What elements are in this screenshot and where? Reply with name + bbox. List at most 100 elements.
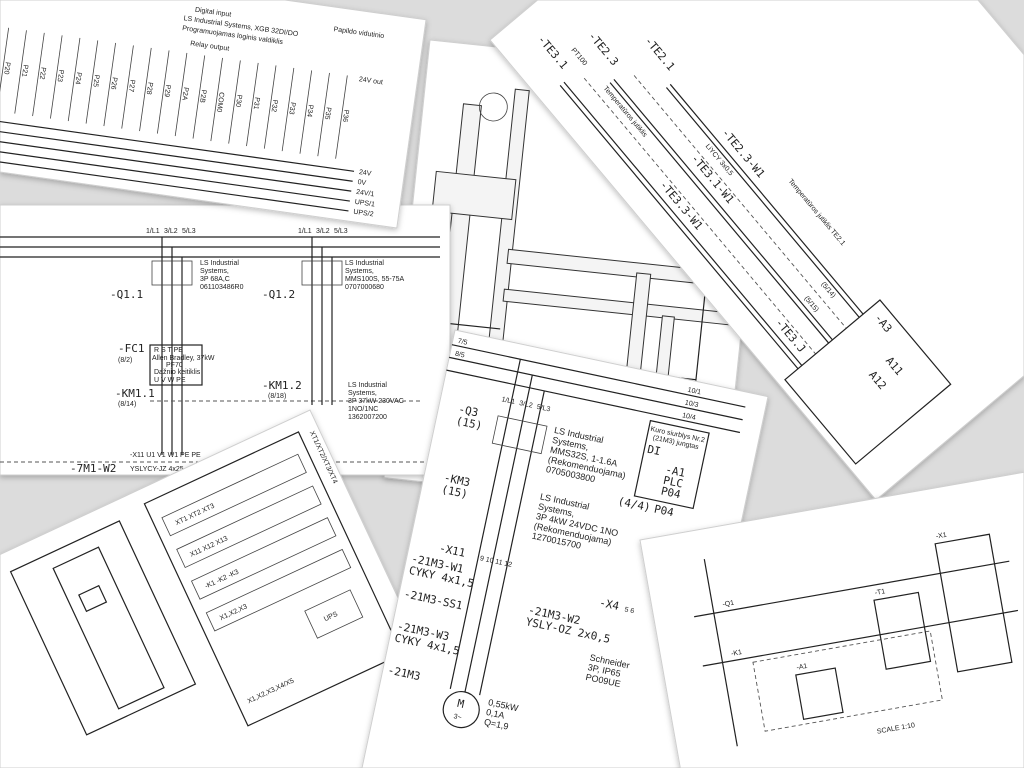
- sheet-cabinet-layout-paper: [0, 409, 479, 768]
- pin-label: COM0: [215, 92, 225, 113]
- schematic-label: -Q3: [457, 403, 479, 420]
- schematic-label: -KM3: [443, 471, 472, 489]
- schematic-label: R S T PE: [154, 347, 183, 354]
- pin-wire: [14, 30, 27, 114]
- schematic-label: -A1: [796, 663, 808, 672]
- schematic-label: 3P 37kW 230VAC: [348, 398, 404, 405]
- schematic-label: (15): [440, 483, 469, 501]
- breaker-q1-2: -Q1.2 LS Industrial Systems, MMS100S, 55…: [262, 228, 404, 405]
- schematic-label: PF70: [166, 362, 183, 369]
- schematic-label: P04: [653, 502, 676, 519]
- schematic-label: 24V/1: [356, 189, 375, 198]
- pin-wire: [50, 35, 63, 119]
- schematic-label: 10/4: [681, 412, 696, 422]
- pin-wire: [228, 60, 241, 144]
- pin-wire: [85, 40, 99, 124]
- schematic-label: 1/L1: [298, 228, 312, 235]
- schematic-label: 24V out: [358, 76, 383, 86]
- schematic-label: U V W PE: [154, 377, 186, 384]
- schematic-label: 10/3: [684, 399, 699, 409]
- schematic-label: -Q1: [722, 600, 735, 609]
- schematic-label: -X11 U1 V1 W1 PE PE: [130, 452, 201, 459]
- schematic-label: PLC: [662, 474, 684, 491]
- schematic-label: UPS/2: [353, 209, 374, 219]
- pin-wire: [103, 42, 116, 127]
- pin-label: P35: [323, 107, 332, 120]
- pin-label: P23: [56, 69, 65, 82]
- pin-wire: [246, 62, 259, 147]
- pin-wire: [0, 27, 10, 112]
- schematic-label: (8/2): [118, 357, 132, 364]
- schematic-label: 1NO/1NC: [348, 406, 378, 413]
- pin-wire: [263, 65, 277, 149]
- schematic-label: -X4: [598, 596, 621, 613]
- schematic-label: MMS100S, 55-75A: [345, 276, 404, 283]
- pin-wire: [121, 45, 134, 129]
- schematic-label: Systems,: [200, 268, 229, 275]
- pin-label: P24: [73, 72, 82, 85]
- schematic-label: Systems,: [345, 268, 374, 275]
- schematic-label: 0V: [357, 179, 367, 187]
- pin-wire: [156, 50, 170, 134]
- schematic-label: 3P 68A,C: [200, 276, 230, 283]
- schematic-label: 0707000680: [345, 284, 384, 291]
- schematic-label: 10/1: [687, 387, 702, 397]
- pin-label: P34: [305, 104, 314, 117]
- terminal-box-a3: [784, 299, 952, 465]
- schematic-label: 1/L1: [146, 228, 160, 235]
- schematic-label: 24V: [358, 169, 372, 178]
- schematic-label: 5/L3: [334, 228, 348, 235]
- schematic-label: 061103486R0: [200, 284, 244, 291]
- pin-label: P22: [38, 67, 47, 80]
- sheet-control-wiring: -Q1 -K1 -A1 -T1 -X1 SCALE 1:10: [694, 532, 1019, 747]
- pin-label: P25: [91, 74, 100, 87]
- pin-wire: [192, 55, 206, 139]
- motor-symbol: [442, 690, 480, 729]
- schematic-label: 1/L1: [501, 396, 516, 406]
- schematic-label: -X11: [438, 542, 467, 560]
- pin-wire: [299, 70, 313, 154]
- sheet-control-wiring-paper: [639, 471, 1024, 768]
- pin-wire: [32, 32, 45, 117]
- schematic-label: LS Industrial: [200, 260, 239, 267]
- frequency-converter-fc1: -FC1 (8/2) R S T PE Allen Bradley, 37kW …: [118, 342, 215, 386]
- schematic-label: -K1: [731, 649, 743, 658]
- pin-label: P21: [20, 64, 29, 77]
- schematic-label: 5 6: [624, 606, 635, 615]
- schematic-label: 3/L2: [164, 228, 178, 235]
- schematic-label: YSLYCY-JZ 4x25: [130, 466, 184, 473]
- schematic-label: (8/14): [118, 401, 136, 408]
- schematic-label: Allen Bradley, 37kW: [152, 355, 215, 362]
- schematic-label: UPS/1: [354, 199, 375, 209]
- pin-wire: [139, 47, 152, 132]
- schematic-label: DI: [646, 443, 662, 458]
- schematic-label: 8/5: [454, 351, 465, 360]
- schematic-label: -KM1.1: [115, 387, 155, 400]
- schematic-label: 3/L2: [316, 228, 330, 235]
- schematic-label: Systems,: [348, 390, 377, 397]
- schematic-label: -7M1-W2: [70, 462, 116, 475]
- schematic-label: -KM1.2: [262, 379, 302, 392]
- schematic-label: 1362007200: [348, 414, 387, 421]
- schematic-label: LS Industrial: [345, 260, 384, 267]
- pin-label: P31: [252, 97, 261, 110]
- schematic-label: 7/5: [457, 338, 468, 347]
- pin-label: P26: [109, 77, 118, 90]
- pin-wire: [317, 72, 330, 157]
- schematic-label: 3~: [453, 713, 462, 722]
- pin-wire: [67, 37, 81, 122]
- pin-label: P28: [145, 82, 154, 95]
- sheet-plc-io-paper: [0, 0, 427, 229]
- schematic-label: LS Industrial: [348, 382, 387, 389]
- schematic-label: -FC1: [118, 342, 145, 355]
- schematic-label: M: [456, 697, 466, 711]
- pin-label: P29: [163, 84, 172, 97]
- schematic-label: 0,1A: [485, 707, 505, 721]
- sheet-paper: [0, 204, 451, 476]
- schematic-label: 5/L3: [536, 404, 551, 414]
- schematic-label: P04: [660, 484, 683, 501]
- schematic-label: (8/18): [268, 393, 286, 400]
- sheet-power-schematic: -Q1.1 LS Industrial Systems, 3P 68A,C 06…: [0, 204, 451, 476]
